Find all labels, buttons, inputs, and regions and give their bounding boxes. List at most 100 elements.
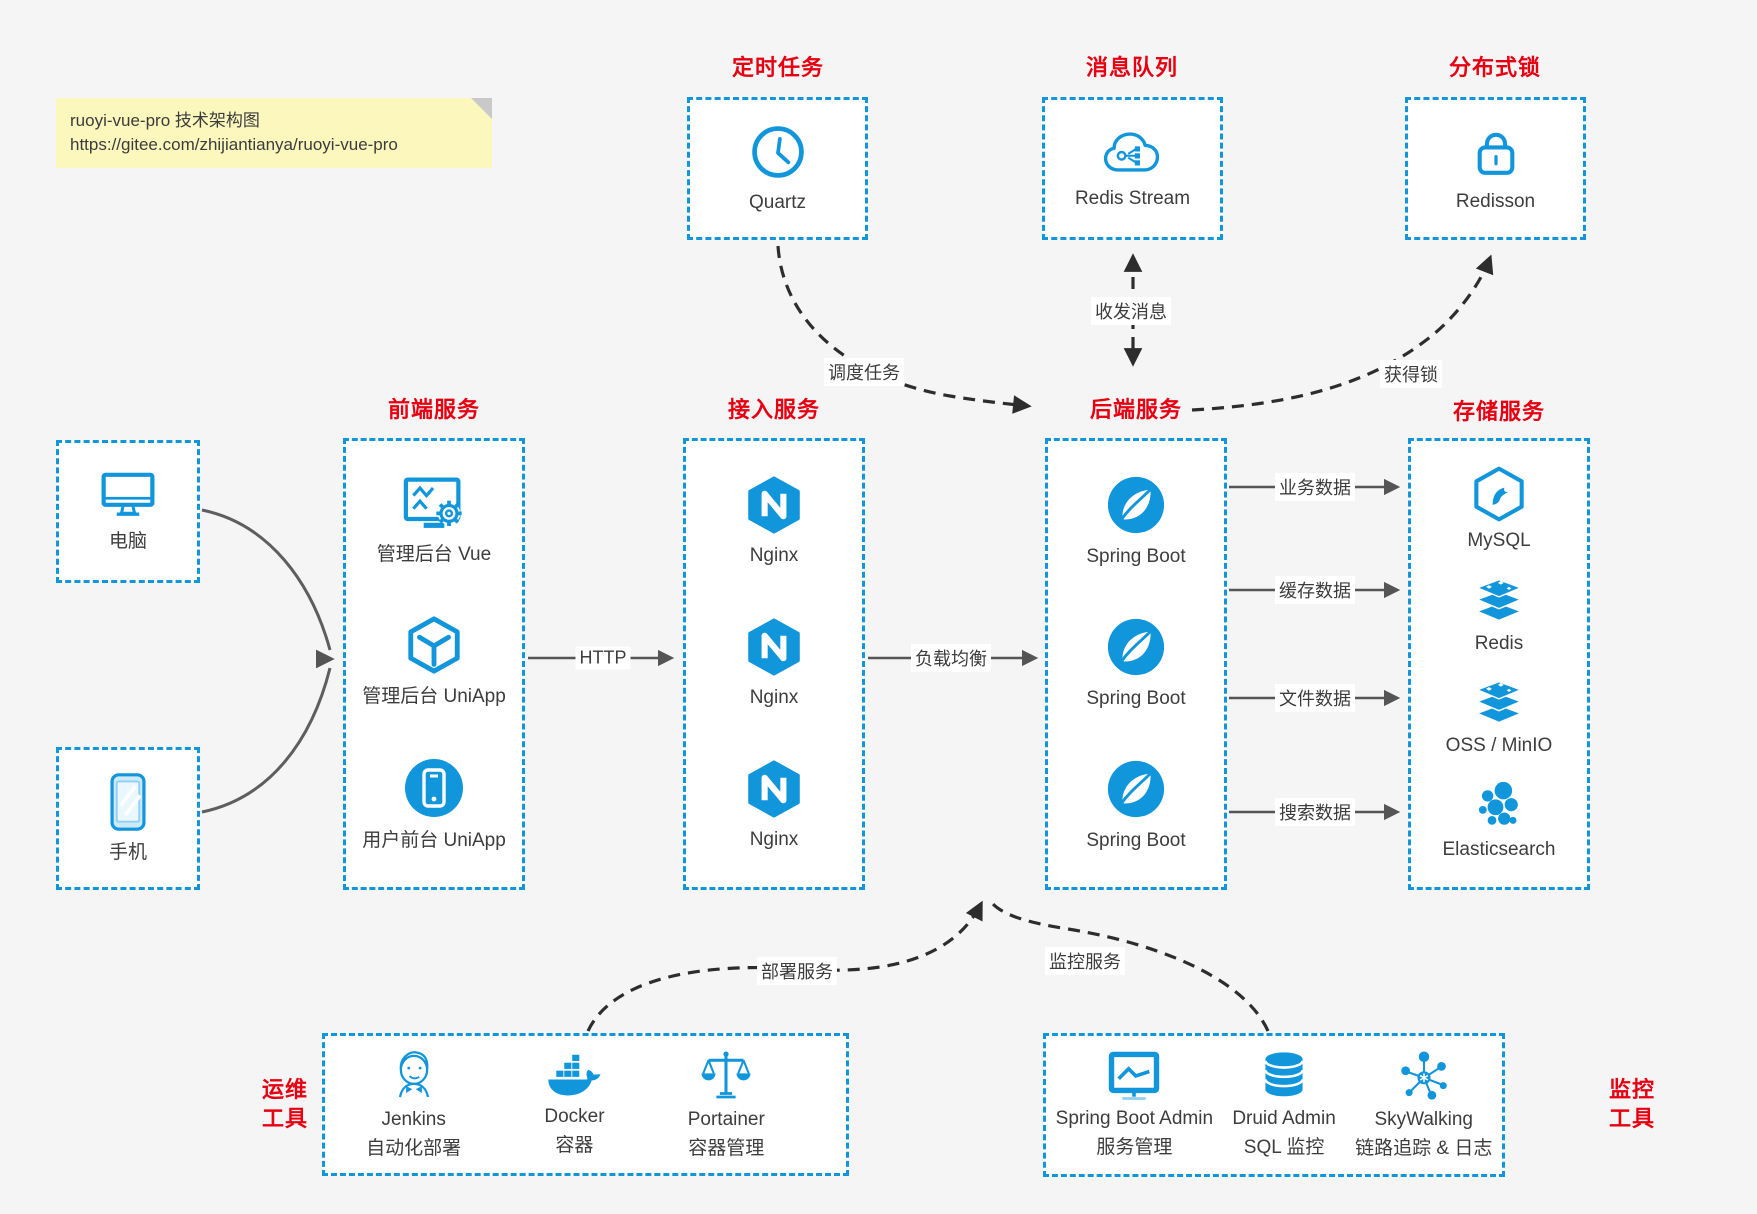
edge-monitor-service [990, 901, 1270, 1032]
node-portainer: Portainer 容器管理 [688, 1048, 765, 1161]
node-sublabel: SQL 监控 [1243, 1137, 1325, 1158]
node-sublabel: 容器 [555, 1134, 594, 1156]
node-label: Spring Boot Admin [1055, 1108, 1214, 1130]
edge-label-monitor-service: 监控服务 [1045, 947, 1125, 975]
edge-label-cache-data: 缓存数据 [1275, 576, 1355, 604]
cloud-share-icon [1099, 126, 1165, 178]
nginx-icon [744, 759, 804, 819]
title-backend-services: 后端服务 [1089, 397, 1183, 422]
edge-pc-to-frontend [201, 508, 332, 651]
quartz-box: Quartz [687, 97, 868, 240]
node-label: Spring Boot [1086, 546, 1186, 568]
node-pc: 电脑 [98, 468, 158, 555]
edge-acquire-lock [1191, 254, 1494, 412]
node-nginx-1: Nginx [744, 475, 804, 569]
node-label: Nginx [749, 687, 799, 709]
redis-stream-box: Redis Stream [1042, 97, 1223, 240]
ops-tools-box: Jenkins 自动化部署 Docker 容器 [322, 1033, 849, 1176]
redisson-box: Redisson [1405, 97, 1586, 240]
node-docker: Docker 容器 [543, 1051, 605, 1158]
edge-label-load-balance: 负载均衡 [911, 644, 991, 672]
admin-vue-icon [400, 474, 468, 534]
edge-label-file-data: 文件数据 [1275, 684, 1355, 712]
node-druid-admin: Druid Admin SQL 监控 [1232, 1049, 1336, 1160]
jenkins-icon [386, 1048, 442, 1104]
node-label: 手机 [108, 841, 147, 863]
spring-boot-icon [1105, 616, 1167, 678]
node-label: Spring Boot [1086, 688, 1186, 710]
database-icon [1257, 1049, 1311, 1103]
node-quartz: Quartz [748, 122, 808, 216]
node-phone: 手机 [107, 772, 149, 866]
node-spring-boot-1: Spring Boot [1086, 474, 1186, 570]
spring-boot-icon [1105, 474, 1167, 536]
node-label: OSS / MinIO [1445, 734, 1553, 756]
node-label: Nginx [749, 545, 799, 567]
node-label: Elasticsearch [1442, 839, 1556, 861]
node-label: MySQL [1467, 530, 1531, 552]
storage-services-box: MySQL Redis [1408, 438, 1590, 890]
title-frontend-services: 前端服务 [387, 397, 481, 422]
node-label: Druid Admin [1232, 1108, 1336, 1130]
node-admin-vue: 管理后台 Vue [377, 474, 491, 568]
node-label: Redis [1474, 632, 1524, 654]
mysql-icon [1470, 465, 1528, 523]
edge-label-acquire-lock: 获得锁 [1380, 360, 1442, 388]
edge-phone-to-frontend [201, 667, 332, 814]
node-nginx-2: Nginx [744, 617, 804, 711]
node-skywalking: SkyWalking 链路追踪 & 日志 [1355, 1048, 1492, 1161]
node-label: SkyWalking [1374, 1109, 1473, 1131]
title-ops-tools: 运维 工具 [261, 1077, 309, 1131]
note-title: ruoyi-vue-pro 技术架构图 [70, 111, 260, 130]
portainer-icon [698, 1048, 754, 1104]
nginx-icon [744, 475, 804, 535]
node-oss-minio: OSS / MinIO [1445, 677, 1553, 759]
backend-services-box: Spring Boot Spring Boot Spring Boot [1045, 438, 1227, 890]
node-mysql: MySQL [1467, 465, 1531, 554]
pc-client-box: 电脑 [56, 440, 200, 583]
frontend-services-box: 管理后台 Vue 管理后台 UniApp 用户前台 UniApp [343, 438, 525, 890]
lock-icon [1467, 123, 1525, 181]
spring-boot-icon [1105, 758, 1167, 820]
node-spring-boot-admin: Spring Boot Admin 服务管理 [1056, 1049, 1213, 1160]
node-sublabel: 容器管理 [688, 1137, 765, 1159]
node-spring-boot-2: Spring Boot [1086, 616, 1186, 712]
node-label: 管理后台 UniApp [362, 686, 506, 708]
node-redis-stream: Redis Stream [1075, 126, 1190, 212]
node-redisson: Redisson [1456, 123, 1535, 215]
title-message-queue: 消息队列 [1085, 55, 1179, 80]
title-access-services: 接入服务 [727, 397, 821, 422]
node-redis: Redis [1470, 575, 1528, 657]
node-jenkins: Jenkins 自动化部署 [366, 1048, 461, 1161]
title-distributed-lock: 分布式锁 [1448, 55, 1542, 80]
node-label: 用户前台 UniApp [362, 830, 506, 852]
node-user-uniapp: 用户前台 UniApp [362, 756, 506, 854]
phone-client-box: 手机 [56, 747, 200, 890]
edge-label-msg-send-receive: 收发消息 [1091, 297, 1171, 325]
edge-label-search-data: 搜索数据 [1275, 798, 1355, 826]
title-scheduled-tasks: 定时任务 [731, 55, 825, 80]
node-label: Jenkins [381, 1108, 446, 1130]
node-label: 管理后台 Vue [376, 544, 492, 566]
desktop-icon [98, 468, 158, 521]
node-nginx-3: Nginx [744, 759, 804, 853]
monitor-chart-icon [1105, 1049, 1163, 1103]
node-label: Redisson [1455, 190, 1536, 212]
node-label: Docker [544, 1105, 605, 1127]
nginx-icon [744, 617, 804, 677]
skywalking-icon [1396, 1048, 1452, 1104]
edge-label-deploy-service: 部署服务 [757, 957, 837, 985]
clock-icon [748, 122, 808, 182]
node-label: Redis Stream [1074, 187, 1191, 209]
docker-icon [543, 1051, 605, 1101]
node-sublabel: 自动化部署 [366, 1137, 462, 1159]
redis-icon [1470, 575, 1528, 626]
node-sublabel: 服务管理 [1096, 1137, 1173, 1158]
node-elasticsearch: Elasticsearch [1443, 779, 1556, 863]
node-label: Spring Boot [1086, 830, 1186, 852]
node-label: 电脑 [108, 531, 147, 553]
access-services-box: Nginx Nginx Nginx [683, 438, 865, 890]
node-spring-boot-3: Spring Boot [1086, 758, 1186, 854]
monitor-tools-box: Spring Boot Admin 服务管理 Druid Admin SQL 监… [1043, 1033, 1505, 1177]
